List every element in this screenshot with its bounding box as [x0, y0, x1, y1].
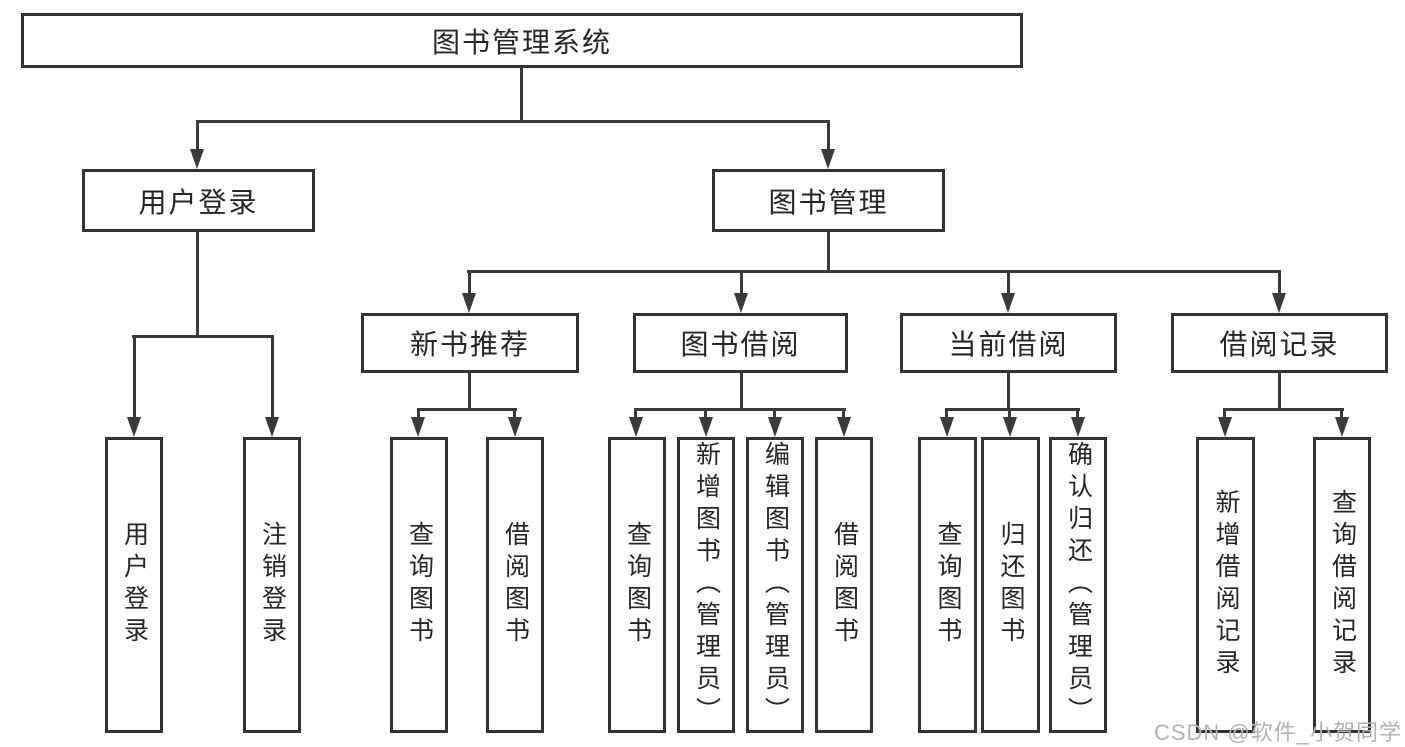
arrowhead-add-book [699, 417, 713, 437]
leaf-return-books-label: 归还图书 [997, 521, 1025, 649]
connector-arrow-shaft-borrowing-records [1278, 270, 1281, 295]
node-root-label: 图书管理系统 [431, 26, 612, 58]
connector-arrow-shaft-query-record [1340, 408, 1343, 419]
arrowhead-leaf-user-login [127, 417, 141, 437]
leaf-add-borrow-record: 新增借阅记录 [1196, 437, 1255, 733]
leaf-borrow-books-borrow: 借阅图书 [815, 437, 873, 733]
connector-arrow-shaft-user-login [196, 120, 199, 151]
connector-arrow-shaft-query-borrow [634, 408, 637, 419]
leaf-query-books-recommend-label: 查询图书 [405, 521, 434, 649]
arrowhead-borrow-recommend [508, 417, 522, 437]
leaf-query-books-borrow: 查询图书 [608, 437, 666, 733]
arrowhead-add-record [1218, 417, 1232, 437]
connector-arrow-shaft-new-book-recommend [468, 270, 471, 295]
leaf-return-books: 归还图书 [981, 437, 1040, 733]
leaf-query-books-recommend: 查询图书 [390, 437, 448, 733]
arrowhead-borrowing-records [1272, 293, 1286, 313]
node-new-book-recommend: 新书推荐 [361, 313, 579, 373]
leaf-add-borrow-record-label: 新增借阅记录 [1212, 489, 1240, 681]
arrowhead-borrow-book [837, 417, 851, 437]
leaf-query-borrow-record: 查询借阅记录 [1313, 437, 1371, 733]
node-book-borrowing: 图书借阅 [633, 313, 848, 373]
leaf-logout: 注销登录 [243, 437, 301, 733]
leaf-edit-book-admin-label: 编辑图书（管理员） [761, 441, 790, 729]
arrowhead-return-books [1003, 417, 1017, 437]
connector-arrow-shaft-return-books [1008, 408, 1011, 419]
connector-recommend-stub [468, 373, 471, 411]
leaf-confirm-return-admin-label: 确认归还（管理员） [1064, 441, 1093, 729]
leaf-borrow-books-recommend: 借阅图书 [486, 437, 544, 733]
connector-user-login-stub [196, 232, 199, 338]
connector-arrow-shaft-add-book [704, 408, 707, 419]
connector-book-management-stub [827, 232, 830, 273]
arrowhead-current-borrowing [1001, 293, 1015, 313]
leaf-user-login-label: 用户登录 [120, 521, 149, 649]
leaf-add-book-admin-label: 新增图书（管理员） [692, 441, 721, 729]
node-book-borrowing-label: 图书借阅 [680, 329, 801, 360]
connector-arrow-shaft-leaf-logout [271, 335, 274, 419]
connector-arrow-shaft-book-borrowing [740, 270, 743, 295]
node-new-book-recommend-label: 新书推荐 [409, 329, 530, 360]
leaf-edit-book-admin: 编辑图书（管理员） [746, 437, 804, 733]
connector-records-stub [1278, 373, 1281, 411]
connector-level3-horizontal [467, 270, 1281, 273]
node-book-management-label: 图书管理 [768, 186, 889, 218]
arrowhead-query-record [1335, 417, 1349, 437]
leaf-add-book-admin: 新增图书（管理员） [677, 437, 735, 733]
connector-records-horizontal [1223, 408, 1344, 411]
connector-arrow-shaft-leaf-user-login [133, 335, 136, 419]
node-book-management: 图书管理 [712, 169, 945, 232]
connector-arrow-shaft-book-management [827, 120, 830, 151]
arrowhead-confirm-return [1071, 417, 1085, 437]
leaf-borrow-books-recommend-label: 借阅图书 [501, 521, 530, 649]
connector-arrow-shaft-borrow-book [842, 408, 845, 419]
arrowhead-leaf-logout [265, 417, 279, 437]
connector-current-stub [1007, 373, 1010, 411]
connector-recommend-horizontal [417, 408, 517, 411]
connector-borrowing-stub [740, 373, 743, 411]
leaf-query-books-borrow-label: 查询图书 [623, 521, 652, 649]
connector-arrow-shaft-add-record [1223, 408, 1226, 419]
arrowhead-query-current [940, 417, 954, 437]
node-current-borrowing-label: 当前借阅 [948, 329, 1069, 360]
connector-borrowing-horizontal [634, 408, 846, 411]
connector-arrow-shaft-confirm-return [1076, 408, 1079, 419]
leaf-borrow-books-borrow-label: 借阅图书 [830, 521, 859, 649]
connector-arrow-shaft-current-borrowing [1007, 270, 1010, 295]
leaf-query-books-current: 查询图书 [918, 437, 977, 733]
arrowhead-query-borrow [629, 417, 643, 437]
node-borrowing-records-label: 借阅记录 [1219, 329, 1340, 360]
connector-user-login-horizontal [132, 335, 274, 338]
node-borrowing-records: 借阅记录 [1171, 313, 1388, 373]
connector-level1-horizontal [196, 120, 830, 123]
leaf-logout-label: 注销登录 [258, 521, 287, 649]
arrowhead-user-login [190, 149, 204, 169]
connector-arrow-shaft-borrow-recommend [513, 408, 516, 419]
arrowhead-query-recommend [411, 417, 425, 437]
connector-arrow-shaft-edit-book [773, 408, 776, 419]
leaf-query-borrow-record-label: 查询借阅记录 [1328, 489, 1357, 681]
arrowhead-book-management [821, 149, 835, 169]
leaf-query-books-current-label: 查询图书 [934, 521, 962, 649]
connector-current-horizontal [945, 408, 1080, 411]
arrowhead-new-book-recommend [462, 293, 476, 313]
leaf-confirm-return-admin: 确认归还（管理员） [1049, 437, 1107, 733]
connector-root-stub [520, 68, 523, 123]
node-current-borrowing: 当前借阅 [900, 313, 1117, 373]
arrowhead-edit-book [768, 417, 782, 437]
arrowhead-book-borrowing [734, 293, 748, 313]
leaf-user-login: 用户登录 [105, 437, 163, 733]
watermark: CSDN @软件_小贺同学 [1153, 720, 1402, 745]
node-user-login: 用户登录 [82, 169, 315, 232]
connector-arrow-shaft-query-current [945, 408, 948, 419]
connector-arrow-shaft-query-recommend [417, 408, 420, 419]
node-root: 图书管理系统 [21, 13, 1023, 68]
node-user-login-label: 用户登录 [138, 186, 259, 218]
